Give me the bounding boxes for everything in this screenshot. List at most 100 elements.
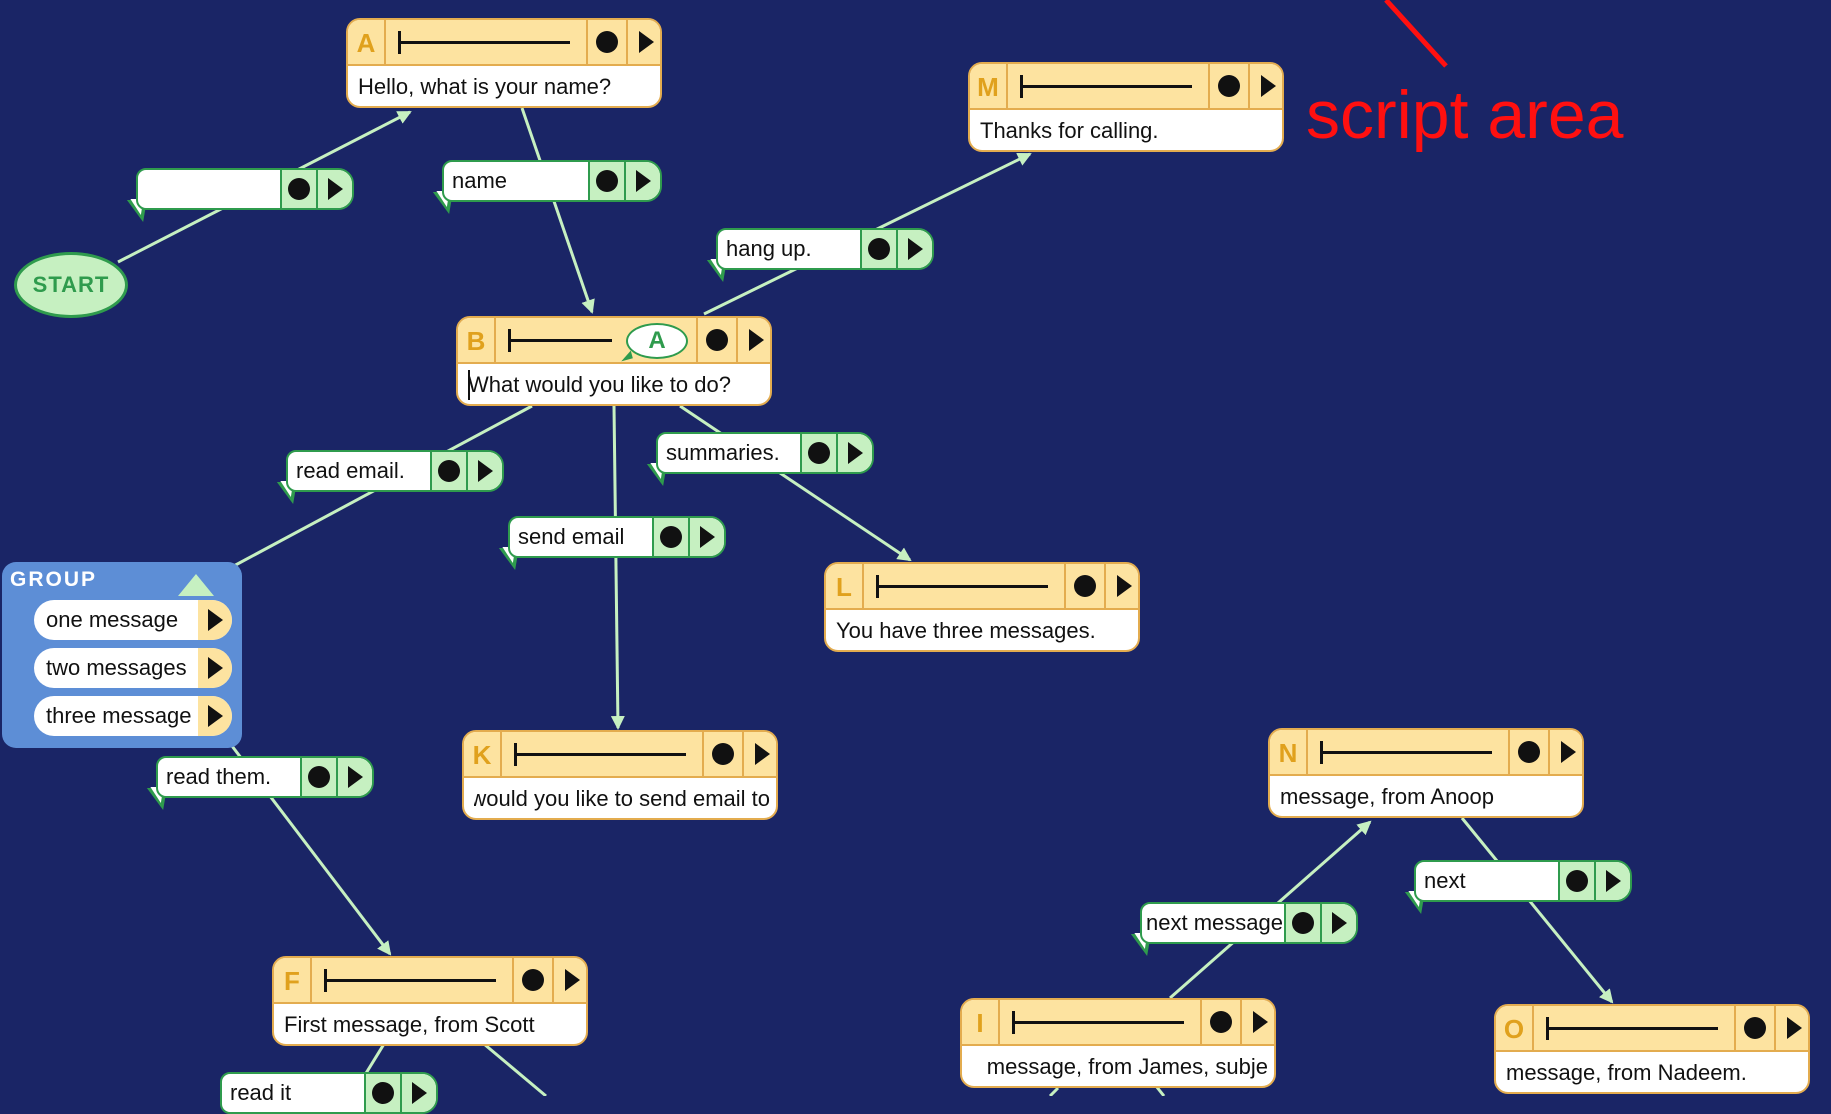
timeline-slider[interactable] (514, 743, 686, 766)
text-caret (468, 370, 470, 400)
group-item[interactable]: three messages (34, 696, 232, 736)
play-button[interactable] (1320, 904, 1356, 942)
record-button[interactable] (1200, 1000, 1240, 1044)
response-read-it[interactable]: read it (220, 1072, 438, 1114)
record-button[interactable] (300, 758, 336, 796)
response-summaries[interactable]: summaries. (646, 432, 874, 486)
play-button[interactable] (836, 434, 872, 472)
timeline-slider[interactable] (1320, 741, 1492, 764)
play-button[interactable] (1774, 1006, 1808, 1050)
timeline-slider[interactable] (1546, 1017, 1718, 1040)
play-button[interactable] (466, 452, 502, 490)
play-button[interactable] (1104, 564, 1138, 608)
record-button[interactable] (800, 434, 836, 472)
response-label[interactable]: next (1424, 868, 1466, 893)
play-button[interactable] (736, 318, 770, 362)
prompt-text[interactable]: message, from Nadeem. (1506, 1060, 1747, 1085)
node-o[interactable]: O message, from Nadeem. (1494, 1004, 1810, 1094)
play-button[interactable] (896, 230, 932, 268)
response-name[interactable]: name (432, 160, 662, 214)
record-button[interactable] (652, 518, 688, 556)
response-label[interactable]: read it (230, 1080, 292, 1105)
node-k[interactable]: K would you like to send email to? (462, 730, 778, 820)
response-empty[interactable] (126, 168, 354, 222)
record-button[interactable] (1208, 64, 1248, 108)
response-label[interactable]: summaries. (666, 440, 780, 465)
group-item[interactable]: two messages (34, 648, 232, 688)
play-button[interactable] (198, 696, 232, 736)
prompt-text[interactable]: Thanks for calling. (980, 118, 1159, 143)
node-i[interactable]: I message, from James, subje (960, 998, 1276, 1088)
play-button[interactable] (1240, 1000, 1274, 1044)
node-a[interactable]: A Hello, what is your name? (346, 18, 662, 108)
record-button[interactable] (430, 452, 466, 490)
goto-bubble[interactable]: A (626, 323, 688, 359)
record-button[interactable] (702, 732, 742, 776)
response-label[interactable]: name (452, 168, 508, 193)
prompt-text[interactable]: You have three messages. (836, 618, 1096, 643)
response-label[interactable]: next message (1146, 910, 1283, 935)
node-f[interactable]: F First message, from Scott (272, 956, 588, 1046)
record-button[interactable] (1558, 862, 1594, 900)
group-item-label[interactable]: three messages (46, 703, 192, 728)
record-button[interactable] (512, 958, 552, 1002)
group-item-label[interactable]: one message (46, 607, 179, 632)
response-label[interactable]: read them. (166, 764, 272, 789)
prompt-text[interactable]: First message, from Scott (284, 1012, 535, 1037)
response-label[interactable]: send email (518, 524, 625, 549)
timeline-slider[interactable] (1012, 1011, 1184, 1034)
timeline-slider[interactable] (398, 31, 570, 54)
response-send-email[interactable]: send email (498, 516, 726, 570)
response-label[interactable]: hang up. (726, 236, 812, 261)
play-button[interactable] (688, 518, 724, 556)
prompt-text[interactable]: What would you like to do? (468, 372, 731, 397)
play-button[interactable] (198, 648, 232, 688)
timeline-slider[interactable] (324, 969, 496, 992)
group-item[interactable]: one message (34, 600, 232, 640)
play-button[interactable] (336, 758, 372, 796)
timeline-slider[interactable] (1020, 75, 1192, 98)
record-button[interactable] (364, 1074, 400, 1112)
play-button[interactable] (1594, 862, 1630, 900)
play-button[interactable] (1548, 730, 1582, 774)
prompt-text[interactable]: message, from Anoop (1280, 784, 1495, 809)
group-box[interactable]: GROUP one message two messages three mes… (2, 562, 242, 748)
wire-a-to-b (520, 107, 595, 314)
play-button[interactable] (316, 170, 352, 208)
timeline-slider[interactable] (876, 575, 1048, 598)
record-button[interactable] (696, 318, 736, 362)
response-read-them[interactable]: read them. (146, 756, 374, 810)
start-node[interactable]: START (14, 252, 128, 318)
node-m[interactable]: M Thanks for calling. (968, 62, 1284, 152)
play-button[interactable] (552, 958, 586, 1002)
play-button[interactable] (624, 162, 660, 200)
response-next-message[interactable]: next message (1130, 902, 1358, 956)
record-button[interactable] (280, 170, 316, 208)
response-label[interactable] (138, 170, 280, 208)
node-n[interactable]: N message, from Anoop (1268, 728, 1584, 818)
group-item-label[interactable]: two messages (46, 655, 187, 680)
timeline-slider[interactable] (508, 329, 612, 352)
response-read-email[interactable]: read email. (276, 450, 504, 504)
node-l[interactable]: L You have three messages. (824, 562, 1140, 652)
record-button[interactable] (1508, 730, 1548, 774)
node-letter: I (962, 1000, 1000, 1044)
node-b[interactable]: B A What would you like to do? (456, 316, 772, 406)
record-button[interactable] (588, 162, 624, 200)
record-button[interactable] (1284, 904, 1320, 942)
record-button[interactable] (1064, 564, 1104, 608)
record-button[interactable] (1734, 1006, 1774, 1050)
response-label[interactable]: read email. (296, 458, 405, 483)
prompt-text[interactable]: message, from James, subje (986, 1054, 1268, 1079)
response-next[interactable]: next (1404, 860, 1632, 914)
play-button[interactable] (742, 732, 776, 776)
record-button[interactable] (586, 20, 626, 64)
play-button[interactable] (1248, 64, 1282, 108)
prompt-text[interactable]: Hello, what is your name? (358, 74, 612, 99)
play-button[interactable] (626, 20, 660, 64)
play-button[interactable] (400, 1074, 436, 1112)
record-button[interactable] (860, 230, 896, 268)
prompt-text[interactable]: would you like to send email to? (474, 786, 770, 811)
play-button[interactable] (198, 600, 232, 640)
response-hang-up[interactable]: hang up. (706, 228, 934, 282)
